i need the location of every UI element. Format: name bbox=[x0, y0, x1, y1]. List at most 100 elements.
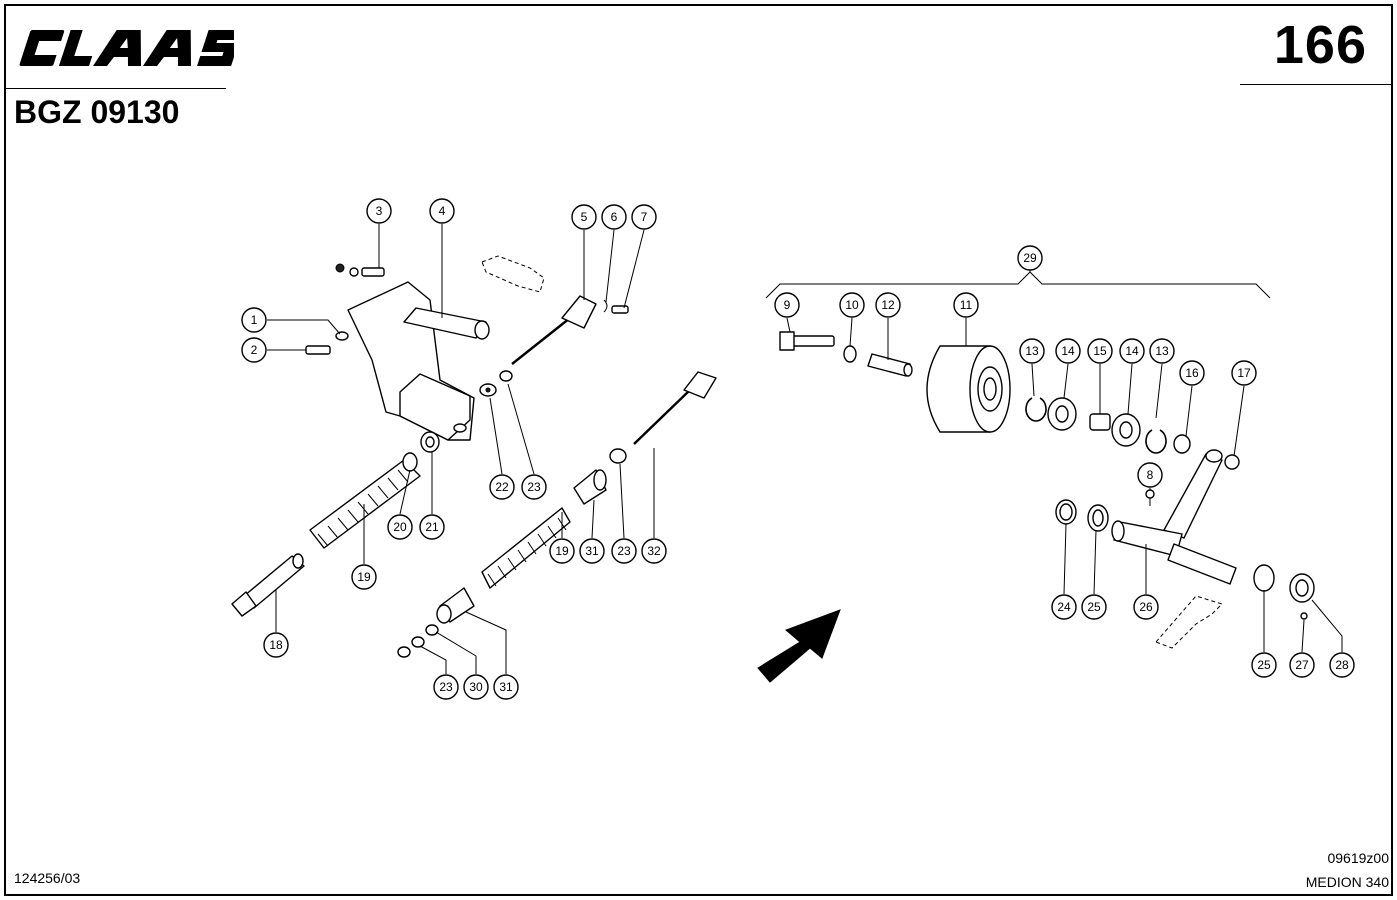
callout-29: 29 bbox=[1017, 245, 1043, 271]
callout-3: 3 bbox=[366, 198, 392, 224]
svg-text:23: 23 bbox=[617, 544, 631, 558]
pin-4 bbox=[403, 307, 490, 340]
svg-text:7: 7 bbox=[641, 210, 648, 224]
claas-logo bbox=[14, 26, 243, 75]
callout-4: 4 bbox=[429, 198, 455, 224]
svg-text:27: 27 bbox=[1295, 658, 1309, 672]
washer-30 bbox=[425, 624, 439, 636]
svg-text:14: 14 bbox=[1125, 344, 1139, 358]
svg-text:23: 23 bbox=[527, 480, 541, 494]
callout-17: 17 bbox=[1231, 360, 1257, 386]
page-number: 166 bbox=[1273, 15, 1367, 75]
svg-text:18: 18 bbox=[269, 638, 283, 652]
callout-15: 15 bbox=[1087, 338, 1113, 364]
circlip-13-left bbox=[1025, 397, 1047, 422]
drawing-frame bbox=[4, 4, 1393, 896]
leader-30 bbox=[435, 631, 477, 674]
svg-text:16: 16 bbox=[1185, 366, 1199, 380]
svg-text:28: 28 bbox=[1335, 658, 1349, 672]
circlip-13-right bbox=[1145, 429, 1167, 454]
leader-31b bbox=[465, 611, 507, 674]
bearing-14-left bbox=[1047, 397, 1077, 431]
rod-5 bbox=[511, 295, 597, 365]
clip-6 bbox=[603, 299, 608, 313]
washer-22 bbox=[479, 383, 497, 397]
callout-23c: 23 bbox=[433, 674, 459, 700]
leader-1 bbox=[267, 319, 341, 335]
rod-32 bbox=[633, 371, 717, 445]
leader-7 bbox=[623, 229, 645, 309]
header-rule-right bbox=[1240, 84, 1392, 85]
svg-text:21: 21 bbox=[425, 520, 439, 534]
callout-18: 18 bbox=[263, 632, 289, 658]
svg-text:1: 1 bbox=[251, 313, 258, 327]
svg-text:2: 2 bbox=[251, 343, 258, 357]
callout-13b: 13 bbox=[1149, 338, 1175, 364]
roller-11 bbox=[926, 345, 1011, 433]
callout-26: 26 bbox=[1133, 594, 1159, 620]
leader-23a bbox=[507, 383, 535, 475]
leader-16 bbox=[1185, 385, 1193, 437]
phantom-outline-1 bbox=[481, 255, 545, 293]
bushing-25-right bbox=[1253, 564, 1275, 592]
drawing-code: 09619z00 bbox=[1327, 850, 1389, 866]
svg-text:19: 19 bbox=[357, 570, 371, 584]
leader-22 bbox=[489, 397, 503, 475]
leader-25a bbox=[1093, 529, 1097, 595]
bearing-14-right bbox=[1111, 413, 1141, 447]
svg-text:30: 30 bbox=[469, 680, 483, 694]
svg-text:19: 19 bbox=[555, 544, 569, 558]
bracket-plate bbox=[347, 281, 475, 441]
leader-28 bbox=[1311, 599, 1343, 652]
bushing-20 bbox=[402, 452, 418, 472]
callout-27: 27 bbox=[1289, 652, 1315, 678]
callout-32: 32 bbox=[641, 538, 667, 564]
bolt-3 bbox=[335, 263, 385, 277]
svg-text:5: 5 bbox=[581, 210, 588, 224]
svg-text:13: 13 bbox=[1155, 344, 1169, 358]
leader-9 bbox=[786, 317, 791, 333]
bracket-29 bbox=[765, 271, 1271, 299]
direction-arrow bbox=[757, 609, 841, 683]
svg-text:12: 12 bbox=[881, 298, 895, 312]
spacer-15 bbox=[1089, 413, 1111, 431]
callout-11: 11 bbox=[953, 292, 979, 318]
callout-20: 20 bbox=[387, 514, 413, 540]
svg-text:31: 31 bbox=[499, 680, 513, 694]
callout-23a: 23 bbox=[521, 474, 547, 500]
svg-text:24: 24 bbox=[1057, 600, 1071, 614]
phantom-outline-2 bbox=[1155, 595, 1223, 649]
svg-text:10: 10 bbox=[845, 298, 859, 312]
callout-31b: 31 bbox=[493, 674, 519, 700]
callout-8: 8 bbox=[1137, 462, 1163, 488]
washer-10 bbox=[843, 345, 857, 363]
svg-text:31: 31 bbox=[585, 544, 599, 558]
nut-23-bottom bbox=[397, 636, 425, 658]
sleeve-12 bbox=[867, 353, 913, 377]
leader-23b bbox=[619, 463, 625, 539]
svg-text:22: 22 bbox=[495, 480, 509, 494]
nut-17 bbox=[1224, 454, 1240, 470]
callout-9: 9 bbox=[774, 292, 800, 318]
callout-30: 30 bbox=[463, 674, 489, 700]
svg-text:20: 20 bbox=[393, 520, 407, 534]
leader-17 bbox=[1233, 385, 1245, 457]
bushing-31-bottom bbox=[436, 587, 475, 624]
svg-text:25: 25 bbox=[1087, 600, 1101, 614]
callout-16: 16 bbox=[1179, 360, 1205, 386]
callout-2: 2 bbox=[241, 337, 267, 363]
washer-1 bbox=[335, 331, 349, 341]
leader-20 bbox=[399, 469, 411, 515]
callout-14a: 14 bbox=[1055, 338, 1081, 364]
svg-text:26: 26 bbox=[1139, 600, 1153, 614]
svg-text:6: 6 bbox=[611, 210, 618, 224]
leader-13a bbox=[1031, 363, 1035, 397]
bushing-31-top bbox=[573, 469, 607, 505]
svg-text:13: 13 bbox=[1025, 344, 1039, 358]
callout-13a: 13 bbox=[1019, 338, 1045, 364]
grease-nipple-8 bbox=[1145, 489, 1155, 506]
nut-21 bbox=[420, 431, 440, 453]
leader-27 bbox=[1301, 619, 1305, 653]
nut-23-top bbox=[499, 370, 513, 382]
callout-19a: 19 bbox=[351, 564, 377, 590]
